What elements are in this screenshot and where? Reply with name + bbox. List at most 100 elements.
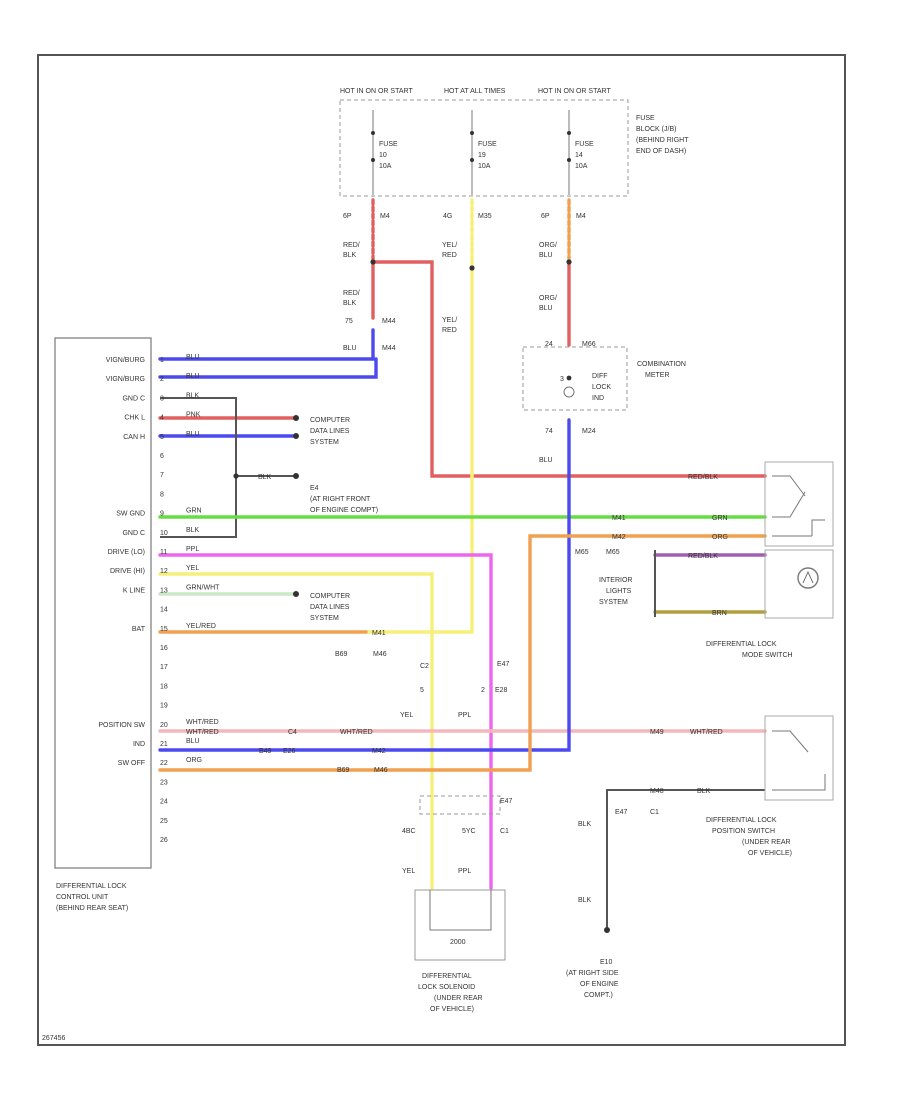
cu-pin-wire-color: WHT/RED	[186, 719, 219, 726]
label-red-blk-1b: BLK	[343, 252, 357, 259]
pos-conn-b49: B49	[259, 748, 272, 755]
wire-magenta-pin11	[158, 553, 493, 890]
solenoid: E47 4BC 5YC C1 YEL PPL 2000 DIFFERENTIAL…	[402, 795, 513, 1013]
ground-e10-dot	[604, 927, 610, 933]
label-org-blu-1a: ORG/	[539, 242, 557, 249]
computer-data-2-dot	[293, 591, 299, 597]
cu-pin-number: 26	[160, 837, 168, 844]
cu-pin-wire-color: PNK	[186, 412, 201, 419]
meter-outline	[522, 346, 628, 411]
label-red-blk-1a: RED/	[343, 242, 360, 249]
ground-e10-label-1: E10	[600, 959, 613, 966]
cu-pin-name: CAN H	[123, 434, 145, 441]
fuse-1-conn: M4	[380, 213, 390, 220]
cu-pin-wire-color: BLU	[186, 738, 200, 745]
position-switch-box	[764, 715, 834, 801]
cu-pin-name: GND C	[122, 530, 145, 537]
pos-conn-right2: M48	[650, 788, 664, 795]
solenoid-pin-right2: C1	[500, 828, 509, 835]
fuse-2-pin: 4G	[443, 213, 452, 220]
control-unit-label-3: (BEHIND REAR SEAT)	[56, 905, 128, 912]
cu-pin-name: SW GND	[116, 511, 145, 518]
computer-data-1-label-3: SYSTEM	[310, 439, 339, 446]
ground-e10: BLK BLK E47 C1 E10 (AT RIGHT SIDE OF ENG…	[566, 809, 659, 999]
cu-pin-wire-color: BLU	[186, 354, 200, 361]
ground-e10-label-3: OF ENGINE	[580, 981, 619, 988]
ground-e10-conn: E47	[615, 809, 628, 816]
cu-pin-wire-color: YEL	[186, 565, 199, 572]
fuse-block-outline	[339, 99, 629, 197]
fuse-1-dot-bottom	[371, 158, 375, 162]
cu-pin-number: 3	[160, 395, 164, 402]
mid-left-pin: 5	[420, 687, 424, 694]
mid-right-conn: E28	[495, 687, 508, 694]
combination-meter: 24 M66 COMBINATION METER 3 DIFF LOCK IND	[522, 341, 686, 411]
pos-conn-b69: B69	[337, 767, 350, 774]
cu-pin-name: DRIVE (HI)	[110, 568, 145, 575]
computer-data-2-label-2: DATA LINES	[310, 604, 350, 611]
mode-switch-label-2: MODE SWITCH	[742, 652, 793, 659]
control-unit-label-1: DIFFERENTIAL LOCK	[56, 883, 127, 890]
diagram-border	[37, 54, 846, 1046]
fuse-3-conn: M4	[576, 213, 586, 220]
interior-lamp-box	[764, 549, 834, 619]
label-conn-m44b: M44	[382, 345, 396, 352]
meter-lamp-label-1: DIFF	[592, 373, 608, 380]
cu-pin-number: 24	[160, 799, 168, 806]
fuse-2-dot-bottom	[470, 158, 474, 162]
meter-label-2: METER	[645, 372, 670, 379]
junction-orange	[566, 259, 572, 265]
pos-conn-e26: E26	[283, 748, 296, 755]
computer-data-2-label-3: SYSTEM	[310, 615, 339, 622]
cu-pin-number: 6	[160, 453, 164, 460]
cu-pin-number: 10	[160, 530, 168, 537]
cu-pin-name: GND C	[122, 395, 145, 402]
cu-pin-number: 23	[160, 779, 168, 786]
solenoid-inner: 2000	[450, 939, 466, 946]
position-switch-label-4: OF VEHICLE)	[748, 850, 792, 857]
cu-pin-number: 16	[160, 645, 168, 652]
pos-wire-2: WHT/RED	[340, 729, 373, 736]
diff-lock-ind-lamp-icon	[563, 386, 575, 398]
computer-data-2-label-1: COMPUTER	[310, 593, 350, 600]
cu-pin-number: 25	[160, 818, 168, 825]
cu-pin-wire-color: BLK	[186, 392, 200, 399]
cu-pin-number: 4	[160, 415, 164, 422]
fuse-2-conn: M35	[478, 213, 492, 220]
cu-pin-number: 22	[160, 760, 168, 767]
cu-pin-wire-color: BLU	[186, 373, 200, 380]
ground-e4-dot	[293, 473, 299, 479]
fuse-2-num: 19	[478, 152, 486, 159]
solenoid-label-4: OF VEHICLE)	[430, 1006, 474, 1013]
meter-lamp-label-2: LOCK	[592, 384, 611, 391]
mode-switch-conn-top: M41	[612, 515, 626, 522]
cu-pin-wire-color: YEL/RED	[186, 623, 216, 630]
fuse-3-pin: 6P	[541, 213, 550, 220]
meter-lamp-label-3: IND	[592, 395, 604, 402]
wire-red-to-mode-switch	[371, 260, 767, 478]
label-conn-m44: M44	[382, 318, 396, 325]
wire-yellow-fuse2-lower	[364, 260, 474, 634]
fuse-3-amp: 10A	[575, 163, 588, 170]
cu-pin-number: 2	[160, 376, 164, 383]
cu-pin-name: K LINE	[123, 587, 146, 594]
source-1-line1: HOT IN ON OR START	[340, 88, 413, 95]
cu-pin-number: 19	[160, 703, 168, 710]
fuse-1-name: FUSE	[379, 141, 398, 148]
bat-conn-m46: M46	[373, 651, 387, 658]
cu-pin-name: BAT	[132, 626, 146, 633]
pos-conn-m42: M42	[372, 748, 386, 755]
cu-pin-wire-color: PPL	[186, 546, 199, 553]
mid-right-pin: 2	[481, 687, 485, 694]
source-3: HOT IN ON OR START	[538, 88, 611, 95]
ground-e10-conn2: C1	[650, 809, 659, 816]
pos-wire-1: WHT/RED	[186, 729, 219, 736]
junction-e4	[233, 473, 239, 479]
meter-lamp-num: 3	[560, 376, 564, 383]
cu-pin-name: IND	[133, 741, 145, 748]
label-org-blu-1b: BLU	[539, 252, 553, 259]
fuse-2-dot	[470, 131, 474, 135]
solenoid-yel: YEL	[402, 868, 415, 875]
ground-e4-label-2: (AT RIGHT FRONT	[310, 496, 371, 503]
